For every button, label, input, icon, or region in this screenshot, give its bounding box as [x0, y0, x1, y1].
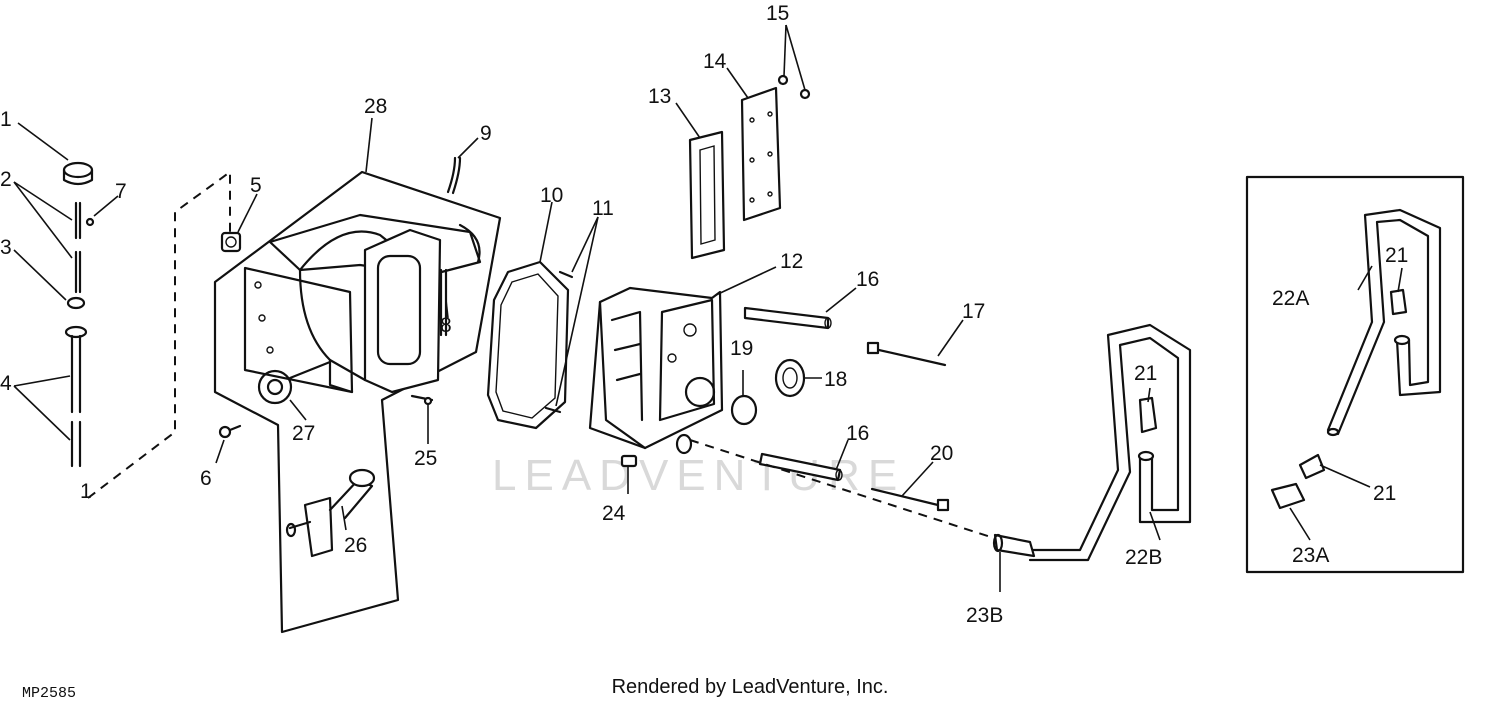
- vent-tube-part: [446, 156, 462, 195]
- tube-fitting-part: [1138, 396, 1158, 434]
- callout-19: 19: [730, 337, 753, 360]
- lower-shaft-part: [758, 452, 843, 482]
- assembly-dashed-guide: [87, 170, 231, 499]
- seal-ring-part: [774, 358, 806, 398]
- callout-17: 17: [962, 300, 985, 323]
- callout-13: 13: [648, 85, 671, 108]
- callout-27: 27: [292, 422, 315, 445]
- callout-16-lower: 16: [846, 422, 869, 445]
- dowel-pin-part: [544, 270, 574, 414]
- alternate-oil-line-part: [1326, 208, 1442, 437]
- oil-line-part: [1028, 323, 1192, 562]
- gasket-part: [486, 260, 570, 430]
- callout-20: 20: [930, 442, 953, 465]
- inset-alternate-box: [1245, 175, 1465, 574]
- callout-3: 3: [0, 236, 12, 259]
- watermark-text: LEADVENTURE: [492, 451, 905, 500]
- callout-8: 8: [440, 314, 452, 337]
- footer-credit: Rendered by LeadVenture, Inc.: [611, 676, 889, 698]
- callout-25: 25: [414, 447, 437, 470]
- callout-1: 1: [0, 108, 12, 131]
- shaft-part: [743, 306, 832, 330]
- long-bolt-part: [866, 341, 950, 512]
- housing-group-outline: [213, 170, 502, 634]
- elbow-fitting-part: [992, 533, 1036, 558]
- callout-21-inset-top: 21: [1385, 244, 1408, 267]
- callout-23b: 23B: [966, 604, 1003, 627]
- callout-11: 11: [592, 197, 614, 220]
- callout-24: 24: [602, 502, 626, 525]
- alternate-elbow-part: [1270, 453, 1326, 510]
- callout-14: 14: [703, 50, 727, 73]
- callout-23a: 23A: [1292, 544, 1329, 567]
- callout-5: 5: [250, 174, 262, 197]
- drain-plug-fitting-part: [620, 454, 638, 468]
- callout-22a: 22A: [1272, 287, 1309, 310]
- callout-9: 9: [480, 122, 492, 145]
- plug-disc-part: [730, 394, 758, 426]
- callout-6: 6: [200, 467, 212, 490]
- callout-labels: 1 2 3 4 5 6 7 8 9 10 11 12 13 14 15 16 1…: [0, 2, 1408, 627]
- case-cover-part: [588, 286, 724, 450]
- callout-7: 7: [115, 180, 127, 203]
- dipstick-tube-part: [64, 325, 88, 468]
- breather-fitting-part: [220, 231, 242, 253]
- callout-22b: 22B: [1125, 546, 1162, 569]
- callout-2: 2: [0, 168, 12, 191]
- figure-code: MP2585: [22, 685, 77, 702]
- callout-4: 4: [0, 372, 12, 395]
- callout-10: 10: [540, 184, 563, 207]
- callout-21-inset-bottom: 21: [1373, 482, 1396, 505]
- callout-12: 12: [780, 250, 803, 273]
- cover-gasket-part: [688, 130, 726, 260]
- callout-1-lower: 1: [80, 480, 92, 503]
- drain-plug-part: [218, 424, 242, 439]
- pin-part: [74, 201, 82, 294]
- filter-screen-part: [675, 433, 693, 455]
- filler-cap-part: [62, 161, 94, 186]
- small-screw-part: [85, 217, 95, 227]
- callout-26: 26: [344, 534, 367, 557]
- transmission-housing-part: [243, 213, 482, 405]
- callout-16-upper: 16: [856, 268, 879, 291]
- alternate-fitting-part: [1389, 288, 1408, 316]
- callout-15: 15: [766, 2, 789, 25]
- callout-21-tube: 21: [1134, 362, 1157, 385]
- shift-shaft-part: [285, 468, 376, 558]
- callout-28: 28: [364, 95, 387, 118]
- housing-bolt-part: [410, 394, 434, 406]
- cover-plate-part: [740, 86, 782, 222]
- washer-part: [66, 296, 86, 310]
- leader-lines: [13, 24, 1403, 592]
- axis-dashed-line: [689, 439, 1001, 541]
- callout-18: 18: [824, 368, 847, 391]
- cover-screw-part: [777, 74, 811, 100]
